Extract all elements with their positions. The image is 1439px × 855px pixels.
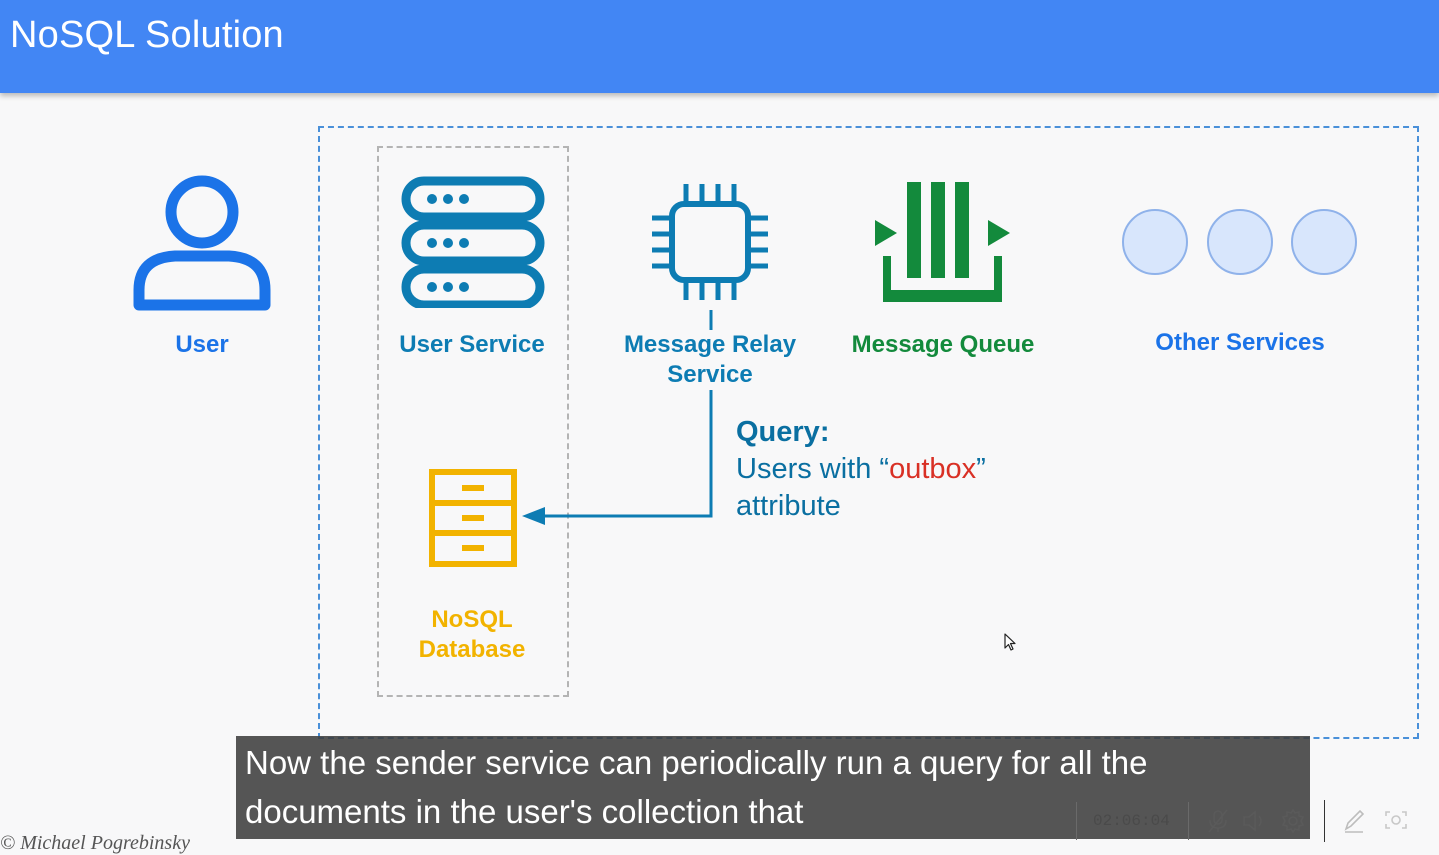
mic-muted-icon[interactable] [1206, 808, 1230, 834]
database-cabinet-icon [429, 469, 517, 567]
database-label-line2: Database [418, 636, 526, 663]
query-line2: attribute [736, 490, 841, 522]
caption-line-2: documents in the user's collection that [245, 793, 804, 830]
settings-gear-icon[interactable] [1280, 808, 1306, 834]
message-queue-icon [875, 182, 1010, 302]
message-relay-label-line1: Message Relay [623, 331, 797, 358]
message-relay-label-line2: Service [667, 361, 753, 388]
slide-header: NoSQL Solution [0, 0, 1439, 93]
other-services-icon [1122, 209, 1357, 275]
query-line1-prefix: Users with “ [736, 453, 890, 485]
player-timestamp: 02:06:04 [1093, 812, 1170, 830]
screenshot-icon[interactable] [1382, 808, 1410, 832]
copyright-watermark: © Michael Pogrebinsky [0, 832, 190, 854]
caption-line-1: Now the sender service can periodically … [245, 744, 1148, 781]
query-line1-suffix: ” [976, 453, 986, 485]
slide-title: NoSQL Solution [10, 14, 284, 56]
query-line1: Users with “outbox” [736, 451, 986, 488]
user-service-label: User Service [399, 331, 545, 358]
server-stack-icon [401, 176, 545, 308]
speaker-icon[interactable] [1241, 808, 1269, 834]
database-label-line1: NoSQL [431, 606, 513, 633]
pencil-icon[interactable] [1342, 808, 1366, 834]
query-annotation: Query: Users with “outbox” attribute [736, 414, 986, 525]
message-queue-label: Message Queue [851, 331, 1035, 358]
query-highlight: outbox [889, 453, 977, 485]
chip-icon [652, 184, 768, 300]
user-label: User [175, 331, 229, 358]
query-heading: Query: [736, 416, 830, 448]
other-services-label: Other Services [1155, 329, 1325, 356]
user-icon [133, 175, 271, 311]
player-separator [1076, 802, 1077, 840]
player-separator [1188, 802, 1189, 840]
player-separator [1324, 800, 1325, 842]
subtitle-caption: Now the sender service can periodically … [236, 736, 1310, 839]
mouse-cursor-icon [1004, 633, 1016, 651]
